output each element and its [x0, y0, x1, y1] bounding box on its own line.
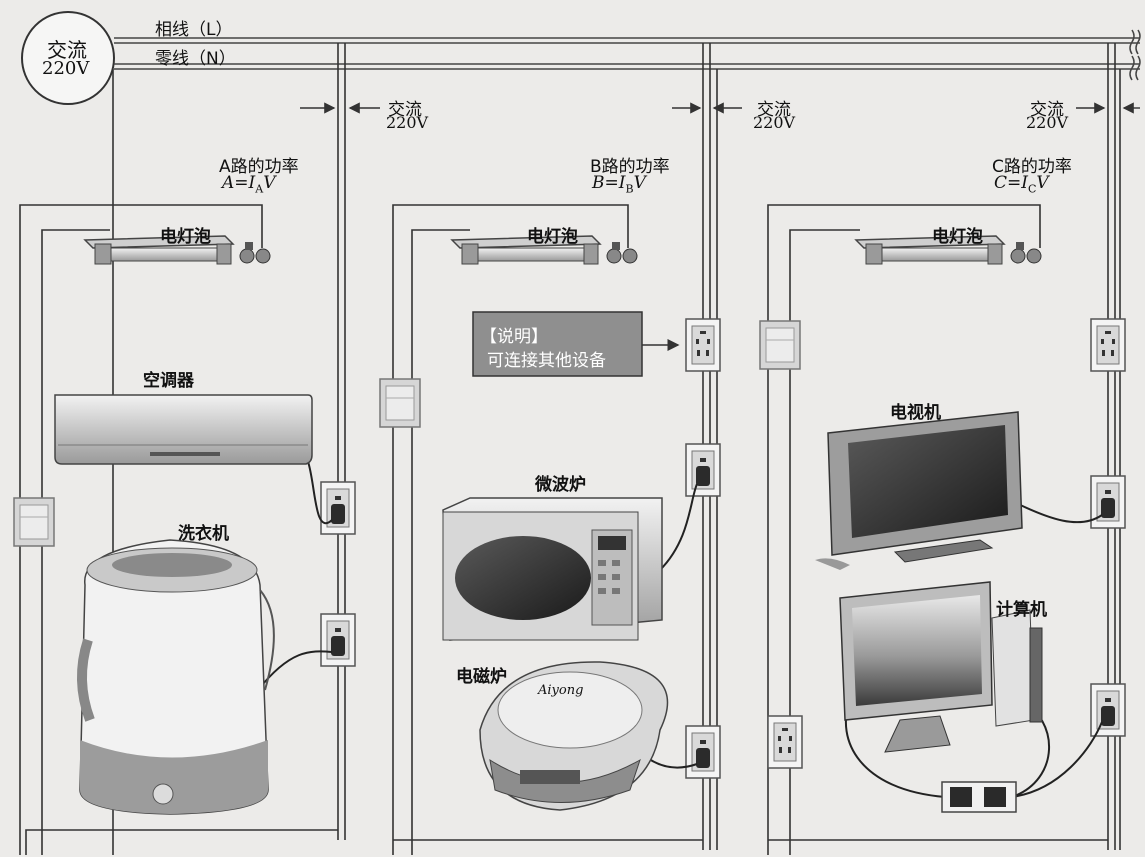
formula-b-lhs: B — [592, 173, 605, 193]
socket-b-spare — [685, 318, 721, 372]
induction-cooker-image — [479, 661, 669, 811]
lamp-label-c: 电灯泡 — [932, 227, 983, 247]
lamp-label-b: 电灯泡 — [527, 227, 578, 247]
switch-b — [379, 378, 421, 428]
formula-b-sub: B — [625, 182, 634, 196]
source-label-line1: 交流 — [47, 38, 87, 62]
switch-c — [759, 320, 801, 370]
power-title-c: C路的功率 — [992, 157, 1072, 177]
neutral-wire-label: 零线（N） — [155, 49, 236, 69]
socket-c-bottom-left — [767, 715, 803, 769]
source-label-line2: 220V — [42, 58, 90, 79]
power-formula-a: A=IAV — [222, 173, 276, 196]
tv-image — [815, 411, 1023, 570]
socket-c-top — [1090, 318, 1126, 372]
formula-a-lhs: A — [222, 173, 235, 193]
power-formula-b: B=IBV — [592, 173, 646, 196]
ac-label-b-line2: 220V — [753, 113, 796, 132]
socket-b-induction — [685, 725, 721, 779]
note-title: 【说明】 — [480, 327, 548, 347]
ac-label-c-line2: 220V — [1026, 113, 1069, 132]
ac-label-b-line1: 交流 — [757, 100, 791, 120]
socket-c-tv — [1090, 475, 1126, 529]
note-box — [472, 311, 680, 377]
microwave-image — [442, 497, 663, 641]
ac-label-c-line1: 交流 — [1030, 100, 1064, 120]
mains-wires — [114, 29, 1141, 81]
label-computer: 计算机 — [996, 600, 1047, 620]
label-washing-machine: 洗衣机 — [178, 524, 229, 544]
power-strip-image — [941, 781, 1017, 813]
air-conditioner-image — [54, 394, 313, 465]
socket-b-microwave — [685, 443, 721, 497]
live-wire-label: 相线（L） — [155, 20, 233, 40]
note-body: 可连接其他设备 — [487, 351, 606, 371]
induction-brand-logo: Aiyong — [538, 683, 584, 698]
computer-image — [839, 581, 1043, 753]
formula-c-lhs: C — [994, 173, 1008, 193]
ac-label-a-line2: 220V — [386, 113, 429, 132]
lamp-label-a: 电灯泡 — [160, 227, 211, 247]
socket-a-washer — [320, 613, 356, 667]
label-tv: 电视机 — [890, 403, 941, 423]
formula-a-sub: A — [255, 182, 264, 196]
formula-c-sub: C — [1027, 182, 1037, 196]
switch-a — [13, 497, 55, 547]
socket-c-computer — [1090, 683, 1126, 737]
label-induction-cooker: 电磁炉 — [456, 667, 507, 687]
power-formula-c: C=ICV — [994, 173, 1049, 196]
power-title-a: A路的功率 — [219, 157, 299, 177]
label-air-conditioner: 空调器 — [143, 371, 194, 391]
power-title-b: B路的功率 — [590, 157, 670, 177]
socket-a-ac — [320, 481, 356, 535]
label-microwave: 微波炉 — [535, 475, 586, 495]
ac-label-a-line1: 交流 — [388, 100, 422, 120]
power-source-circle — [21, 11, 115, 105]
washing-machine-image — [77, 539, 275, 815]
